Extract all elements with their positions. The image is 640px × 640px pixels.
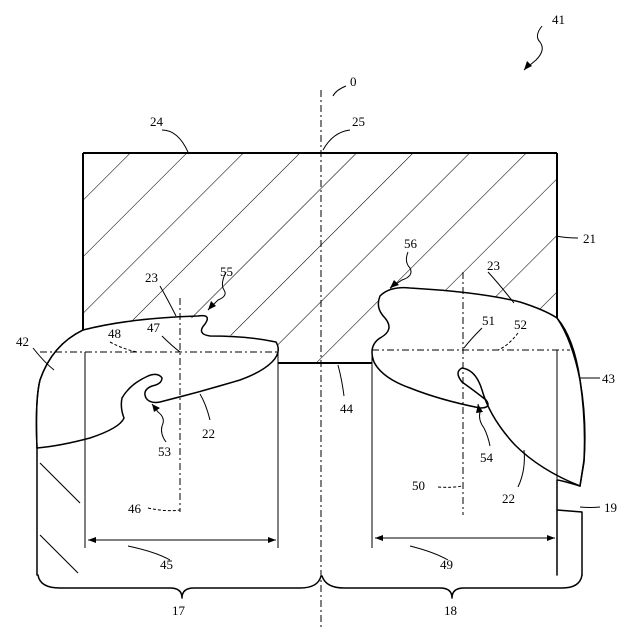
label-47: 47 xyxy=(147,320,161,335)
label-17: 17 xyxy=(172,603,186,618)
braces xyxy=(38,575,582,598)
label-23-left: 23 xyxy=(145,270,158,285)
label-49: 49 xyxy=(440,557,453,572)
label-42: 42 xyxy=(16,334,29,349)
label-41: 41 xyxy=(552,12,565,27)
label-51: 51 xyxy=(482,313,495,328)
label-50: 50 xyxy=(412,478,425,493)
label-axis-0: 0 xyxy=(350,74,357,89)
label-25: 25 xyxy=(352,114,365,129)
label-22-left: 22 xyxy=(202,426,215,441)
right-lower-body xyxy=(557,318,585,575)
label-44: 44 xyxy=(340,401,354,416)
label-55: 55 xyxy=(220,264,233,279)
label-53: 53 xyxy=(158,444,171,459)
label-46: 46 xyxy=(128,501,142,516)
label-43: 43 xyxy=(602,371,615,386)
label-18: 18 xyxy=(444,603,457,618)
label-56: 56 xyxy=(404,236,418,251)
label-24: 24 xyxy=(150,114,164,129)
label-48: 48 xyxy=(108,326,121,341)
label-19: 19 xyxy=(604,500,617,515)
label-54: 54 xyxy=(480,450,494,465)
label-21: 21 xyxy=(583,231,596,246)
label-22-right: 22 xyxy=(502,491,515,506)
label-45: 45 xyxy=(160,557,173,572)
left-lower-body xyxy=(36,330,83,575)
label-52: 52 xyxy=(514,317,527,332)
label-23-right: 23 xyxy=(487,258,500,273)
